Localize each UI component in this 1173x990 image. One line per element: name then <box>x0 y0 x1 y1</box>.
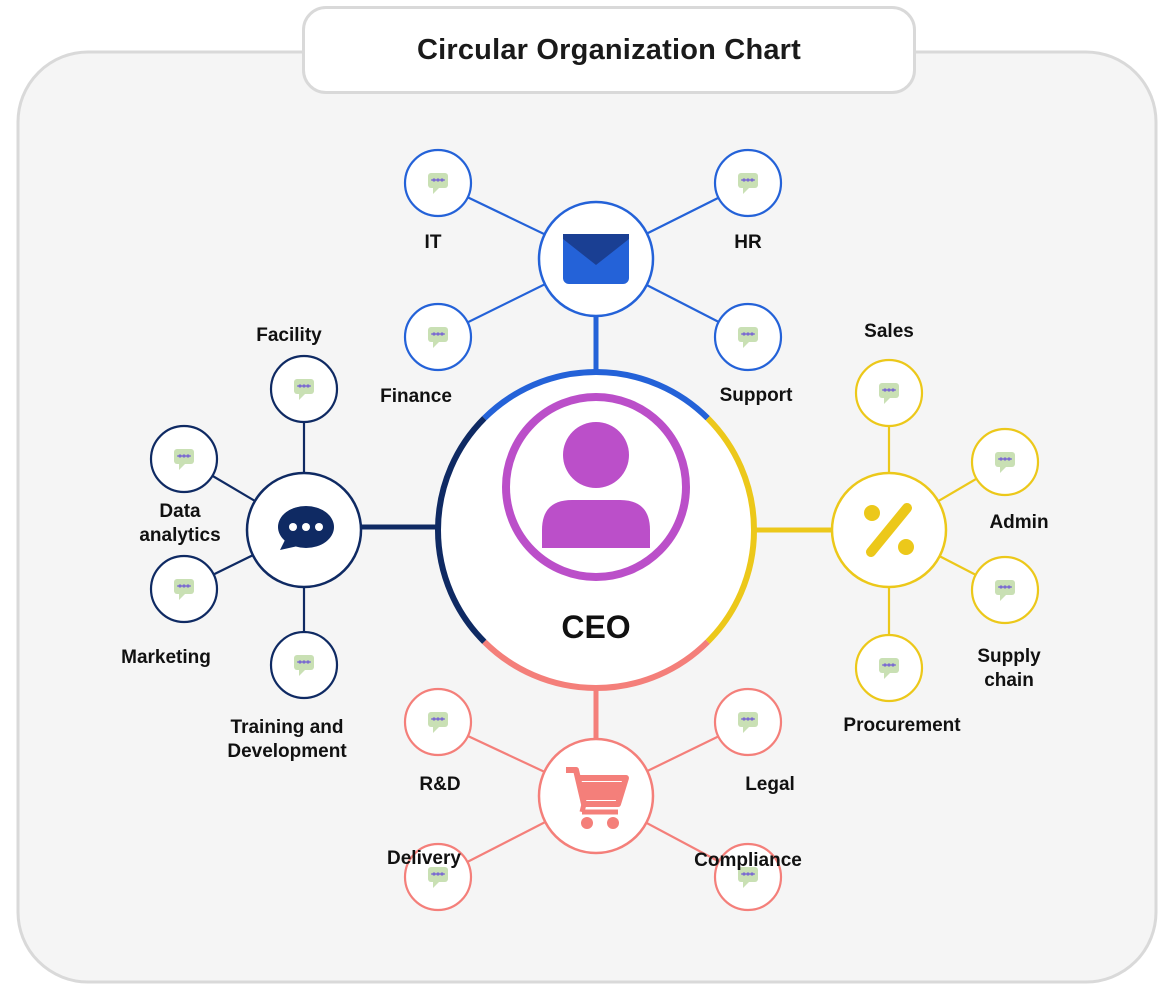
person-icon <box>502 393 690 581</box>
department-label: HR <box>734 232 762 253</box>
department-node[interactable] <box>713 302 783 372</box>
department-label: R&D <box>419 774 460 795</box>
department-label: Sales <box>864 321 914 342</box>
blue-ring-arc <box>482 369 710 421</box>
department-label: IT <box>425 232 442 253</box>
chat-bubble-icon <box>879 383 899 404</box>
chat-bubble-icon <box>738 327 758 348</box>
department-node[interactable] <box>269 354 339 424</box>
department-label: Support <box>720 385 793 406</box>
department-node[interactable] <box>713 687 783 757</box>
department-node[interactable] <box>149 424 219 494</box>
chat-bubble-icon <box>879 658 899 679</box>
department-node[interactable] <box>713 842 783 912</box>
chat-bubble-icon <box>428 867 448 888</box>
department-node[interactable] <box>854 633 924 703</box>
title-box: Circular Organization Chart <box>302 6 916 94</box>
mail-icon <box>563 234 629 284</box>
department-label: Facility <box>256 325 322 346</box>
chat-bubble-icon <box>428 173 448 194</box>
department-node[interactable] <box>970 555 1040 625</box>
chat-bubble-icon <box>995 452 1015 473</box>
chat-icon <box>278 506 334 550</box>
department-label: Compliance <box>694 850 802 871</box>
yellow-ring-arc <box>705 416 757 644</box>
department-label: Procurement <box>843 715 961 736</box>
department-node[interactable] <box>403 687 473 757</box>
navy-ring-arc <box>435 416 487 644</box>
coral-ring-arc <box>482 639 710 691</box>
department-node[interactable] <box>854 358 924 428</box>
department-node[interactable] <box>403 302 473 372</box>
percent-icon <box>864 503 914 557</box>
department-node[interactable] <box>403 842 473 912</box>
department-node[interactable] <box>403 148 473 218</box>
department-label: Marketing <box>121 647 211 668</box>
chat-bubble-icon <box>428 712 448 733</box>
blue-department-group: IT HR Finance Support <box>380 148 793 407</box>
department-label: Finance <box>380 386 452 407</box>
chat-bubble-icon <box>294 655 314 676</box>
department-label: Legal <box>745 774 795 795</box>
chat-bubble-icon <box>738 867 758 888</box>
ceo-label: CEO <box>561 609 630 645</box>
chat-bubble-icon <box>174 449 194 470</box>
department-node[interactable] <box>713 148 783 218</box>
department-node[interactable] <box>149 554 219 624</box>
department-node[interactable] <box>970 427 1040 497</box>
chat-bubble-icon <box>428 327 448 348</box>
chart-title: Circular Organization Chart <box>416 33 802 66</box>
department-node[interactable] <box>269 630 339 700</box>
cart-icon <box>566 767 629 829</box>
chat-bubble-icon <box>995 580 1015 601</box>
chat-bubble-icon <box>738 712 758 733</box>
department-label: Admin <box>989 512 1048 533</box>
chat-bubble-icon <box>294 379 314 400</box>
chat-bubble-icon <box>174 579 194 600</box>
department-label: Delivery <box>387 848 461 869</box>
chat-bubble-icon <box>738 173 758 194</box>
